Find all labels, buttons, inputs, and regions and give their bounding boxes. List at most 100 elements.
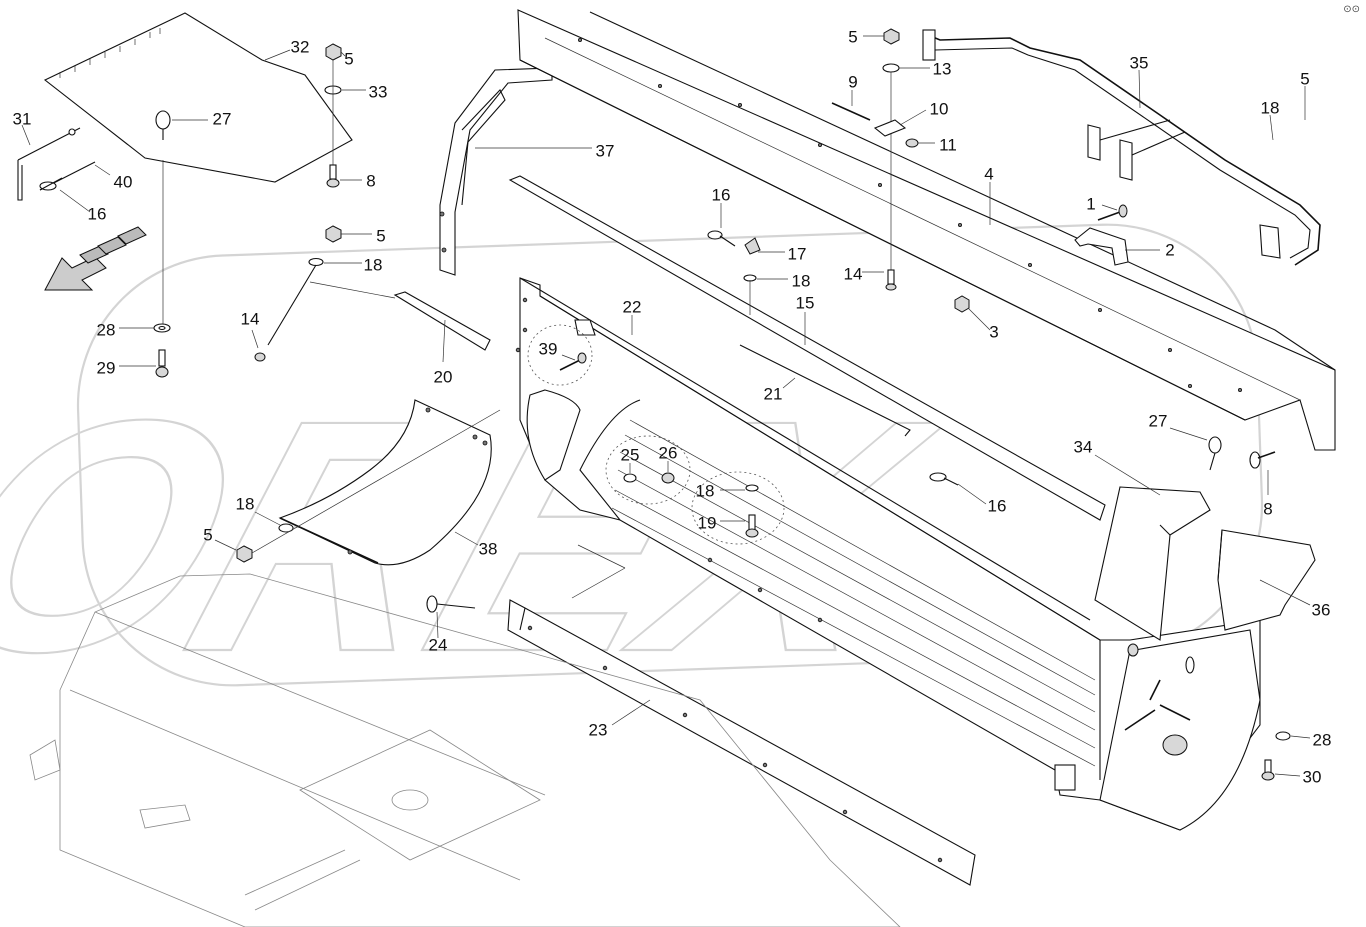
callout-label: 30: [1303, 767, 1322, 786]
callout-label: 2: [1165, 240, 1174, 259]
fastener-group-left-bottom: [236, 409, 501, 563]
dotted-group-18-19: [691, 471, 785, 545]
callout-leader: [1290, 735, 1311, 739]
callout-label: 28: [1313, 730, 1332, 749]
callout-label: 24: [429, 635, 448, 654]
callout-label: 32: [291, 37, 310, 56]
part-32-cover-sheet: [43, 12, 353, 183]
callout-31: 31: [13, 109, 32, 146]
callout-1: 1: [1086, 194, 1118, 213]
part-3-nut: [954, 295, 970, 313]
callout-leader: [264, 49, 291, 61]
callout-30: 30: [1274, 767, 1322, 786]
part-16-pin-center: [707, 230, 736, 247]
callout-leader: [59, 189, 91, 213]
callout-leader: [1269, 114, 1274, 141]
callout-label: 5: [376, 226, 385, 245]
ghost-machine-housing: [29, 573, 901, 927]
callout-label: 39: [539, 339, 558, 358]
callout-18: 18: [1261, 98, 1280, 141]
callout-label: 25: [621, 445, 640, 464]
callout-label: 23: [589, 720, 608, 739]
callout-leader: [436, 611, 439, 639]
callout-label: 27: [1149, 411, 1168, 430]
callout-label: 8: [1263, 499, 1272, 518]
part-27-eyebolt-left: [155, 110, 171, 140]
part-34-side-plate: [1094, 486, 1211, 641]
callout-5: 5: [1300, 69, 1310, 120]
callout-leader: [899, 109, 927, 126]
part-38-curved-shield: [278, 399, 492, 566]
part-4-top-cover: [517, 9, 1336, 451]
part-8-bolt-right: [1249, 451, 1276, 469]
callout-18: 18: [757, 271, 810, 290]
callout-label: 22: [623, 297, 642, 316]
fastener-group-right-bottom: [1261, 731, 1291, 781]
callout-21: 21: [764, 377, 796, 403]
part-16-pin-right: [929, 472, 959, 486]
part-17-cap: [744, 237, 761, 255]
callout-3: 3: [967, 307, 999, 341]
callout-8: 8: [1263, 470, 1273, 518]
callout-37: 37: [475, 141, 614, 160]
callout-label: 38: [479, 539, 498, 558]
callout-leader: [254, 511, 281, 526]
callout-23: 23: [589, 699, 651, 739]
callout-label: 29: [97, 358, 116, 377]
callout-2: 2: [1125, 240, 1175, 259]
callout-leader: [1138, 69, 1141, 109]
callout-18: 18: [236, 494, 281, 526]
callout-leader: [561, 354, 576, 361]
part-35-tube-frame: [922, 29, 1321, 266]
part-16-pin-left: [39, 177, 63, 191]
callout-17: 17: [758, 244, 806, 263]
callout-18: 18: [696, 481, 745, 500]
callout-leader: [21, 124, 31, 146]
callout-leader: [251, 329, 259, 349]
callout-leader: [611, 699, 651, 726]
callout-leader: [782, 377, 796, 389]
callout-label: 18: [1261, 98, 1280, 117]
callout-10: 10: [899, 99, 948, 126]
part-29-bolt-left: [155, 349, 169, 378]
callout-label: 14: [241, 309, 260, 328]
callout-33: 33: [342, 82, 387, 101]
part-27-eyebolt-right: [1208, 436, 1222, 471]
callout-18: 18: [324, 255, 382, 274]
callout-27: 27: [172, 109, 231, 128]
callout-label: 31: [13, 109, 32, 128]
watermark-frame: [76, 223, 1264, 687]
callout-label: 16: [988, 496, 1007, 515]
dotted-group-25-26: [605, 435, 691, 505]
direction-arrow: [44, 226, 147, 291]
callout-5: 5: [848, 27, 884, 46]
part-1-bolt: [1097, 204, 1128, 221]
part-2-handle: [1074, 227, 1129, 266]
callout-36: 36: [1259, 579, 1330, 619]
callout-label: 28: [97, 320, 116, 339]
callout-27: 27: [1149, 411, 1208, 441]
callout-label: 5: [203, 525, 212, 544]
callout-26: 26: [659, 443, 678, 472]
callout-16: 16: [712, 185, 731, 228]
callout-label: 19: [698, 513, 717, 532]
callout-label: 3: [989, 322, 998, 341]
callout-leader: [1274, 773, 1301, 777]
callout-label: 1: [1086, 194, 1095, 213]
part-20-angle-bar: [309, 281, 491, 351]
callout-label: 5: [344, 49, 353, 68]
callout-leader: [967, 307, 991, 331]
callout-label: 35: [1130, 53, 1149, 72]
callout-29: 29: [97, 358, 156, 377]
callout-label: 26: [659, 443, 678, 462]
callout-label: 16: [88, 204, 107, 223]
callout-label: 5: [1300, 69, 1309, 88]
dotted-group-39: [527, 324, 593, 386]
callout-leader: [454, 531, 479, 546]
callout-leader: [1094, 454, 1161, 496]
callout-leader: [340, 51, 346, 57]
leader-lines: [571, 544, 626, 599]
callout-label: 16: [712, 185, 731, 204]
callout-label: 18: [364, 255, 383, 274]
